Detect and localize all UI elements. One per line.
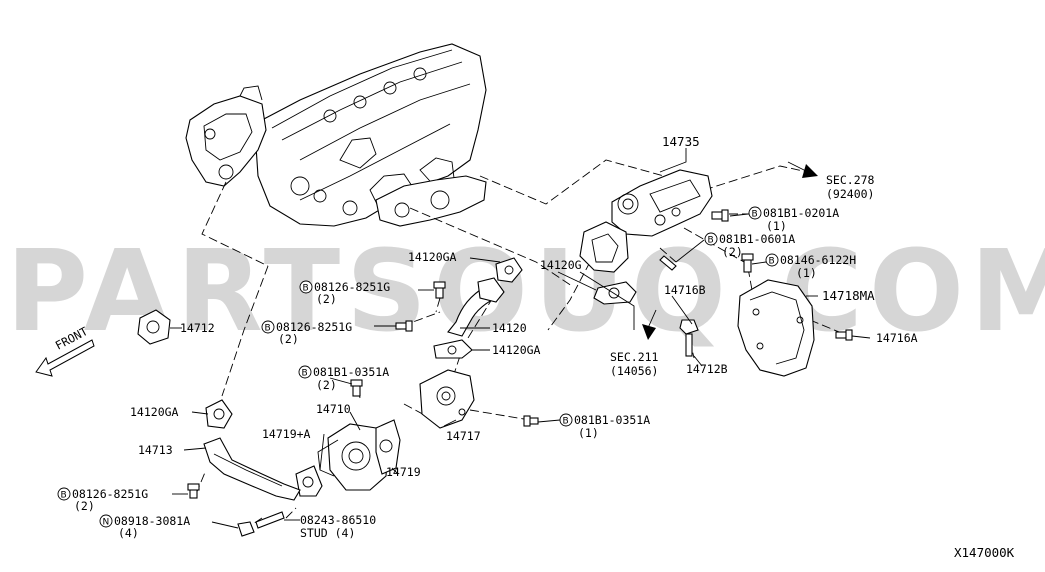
label-14719a: 14719+A xyxy=(262,427,311,441)
label-08126-8251g-mid: 08126-8251G xyxy=(276,320,352,334)
label-14712b: 14712B xyxy=(686,362,728,376)
diagram-code: X147000K xyxy=(954,545,1015,560)
egr-tube-14120 xyxy=(447,257,523,337)
label-08243-86510: 08243-86510 xyxy=(300,513,376,527)
egr-bracket-14717 xyxy=(419,369,475,429)
label-08146-6122h: 08146-6122H xyxy=(780,253,856,267)
egr-cooler-14710 xyxy=(317,423,389,491)
label-08126-8251g-bottom-qty: (2) xyxy=(74,499,95,513)
label-sec211-code: (14056) xyxy=(610,364,658,378)
engine-exhaust-manifold xyxy=(375,175,487,227)
label-14120ga-left: 14120GA xyxy=(130,405,179,419)
label-14735: 14735 xyxy=(662,134,700,149)
gasket-14719 xyxy=(375,419,401,475)
label-08126-8251g-top: 08126-8251G xyxy=(314,280,390,294)
bolt-symbol-0201a xyxy=(748,206,762,220)
label-08918-3081a: 08918-3081A xyxy=(114,514,190,528)
engine-intake-side xyxy=(185,85,267,187)
label-14713: 14713 xyxy=(138,443,173,457)
label-08126-8251g-top-qty: (2) xyxy=(316,292,337,306)
bolt-8251-mid xyxy=(395,320,413,332)
label-081b1-0351a-right-qty: (1) xyxy=(578,426,599,440)
stud-86510 xyxy=(255,511,285,529)
heat-shield-14718ma xyxy=(737,279,815,377)
sec211-arrow xyxy=(642,309,657,340)
bolt-symbol-0601a xyxy=(704,232,718,246)
bolt-8251-bottom xyxy=(187,483,200,499)
label-14719: 14719 xyxy=(386,465,421,479)
bolt-8251-top xyxy=(433,281,446,299)
nut-14716b xyxy=(679,319,699,335)
sec278-arrow xyxy=(787,161,818,178)
label-081b1-0601a-qty: (2) xyxy=(722,245,743,259)
label-08126-8251g-bottom: 08126-8251G xyxy=(72,487,148,501)
nut-symbol-letter: N xyxy=(103,518,110,528)
label-08918-3081a-qty: (4) xyxy=(118,526,139,540)
gasket-14712 xyxy=(137,309,171,345)
label-081b1-0201a-qty: (1) xyxy=(766,219,787,233)
nut-symbol-3081a xyxy=(99,514,113,528)
bolt-symbol-0351-left xyxy=(298,365,312,379)
bolt-symbol-letter: B xyxy=(752,210,758,220)
bolt-14716a xyxy=(835,329,853,341)
label-stud-qty: STUD (4) xyxy=(300,526,355,540)
stud-14712b xyxy=(685,333,693,357)
egr-valve-assembly xyxy=(579,169,713,273)
nut-3081a xyxy=(237,521,255,537)
bolt-symbol-8251-bottom xyxy=(57,487,71,501)
label-08146-6122h-qty: (1) xyxy=(796,266,817,280)
label-081b1-0201a: 081B1-0201A xyxy=(763,206,839,220)
label-081b1-0351a-left: 081B1-0351A xyxy=(313,365,389,379)
egr-tube-14713 xyxy=(203,437,301,501)
bolt-symbol-letter: B xyxy=(61,491,67,501)
bolt-symbol-8251-mid xyxy=(261,320,275,334)
bolt-0351-right xyxy=(523,415,539,427)
bolt-0601a xyxy=(659,255,677,271)
bolt-symbol-letter: B xyxy=(769,257,775,267)
label-14710: 14710 xyxy=(316,402,351,416)
bolt-symbol-letter: B xyxy=(563,417,569,427)
bolt-symbol-6122h xyxy=(765,253,779,267)
label-sec211: SEC.211 xyxy=(610,350,659,364)
label-081b1-0351a-right: 081B1-0351A xyxy=(574,413,650,427)
label-sec278: SEC.278 xyxy=(826,173,875,187)
label-14120g: 14120G xyxy=(540,258,582,272)
label-14717: 14717 xyxy=(446,429,481,443)
label-081b1-0601a: 081B1-0601A xyxy=(719,232,795,246)
label-14716a: 14716A xyxy=(876,331,918,345)
bolt-symbol-letter: B xyxy=(265,324,271,334)
engine-cylinder-head xyxy=(255,43,487,227)
part-labels: 14735 SEC.278 (92400) B 081B1-0201A (1) … xyxy=(57,134,1015,560)
label-14120ga-top: 14120GA xyxy=(408,250,457,264)
label-14120: 14120 xyxy=(492,321,527,335)
leader-lines xyxy=(170,148,871,529)
bolt-0351-left xyxy=(350,379,363,397)
bolt-symbol-letter: B xyxy=(303,284,309,294)
bolt-6122h xyxy=(741,253,754,273)
label-14716b: 14716B xyxy=(664,283,706,297)
label-14120ga-mid: 14120GA xyxy=(492,343,541,357)
bolt-symbol-letter: B xyxy=(708,236,714,246)
label-14712: 14712 xyxy=(180,321,215,335)
label-sec278-code: (92400) xyxy=(826,187,874,201)
egr-gasket-14120ga-mid xyxy=(433,339,473,359)
gasket-14120ga-left xyxy=(205,399,233,429)
gasket-14719a xyxy=(295,465,323,497)
label-14718ma: 14718MA xyxy=(822,288,875,303)
label-08126-8251g-mid-qty: (2) xyxy=(278,332,299,346)
watermark: PARTSOUQ.COM xyxy=(6,227,1045,357)
bolt-symbol-0351-right xyxy=(559,413,573,427)
bolt-0201a xyxy=(711,209,729,222)
bolt-symbol-8251-top xyxy=(299,280,313,294)
bolt-symbol-letter: B xyxy=(302,369,308,379)
label-081b1-0351a-left-qty: (2) xyxy=(316,378,337,392)
